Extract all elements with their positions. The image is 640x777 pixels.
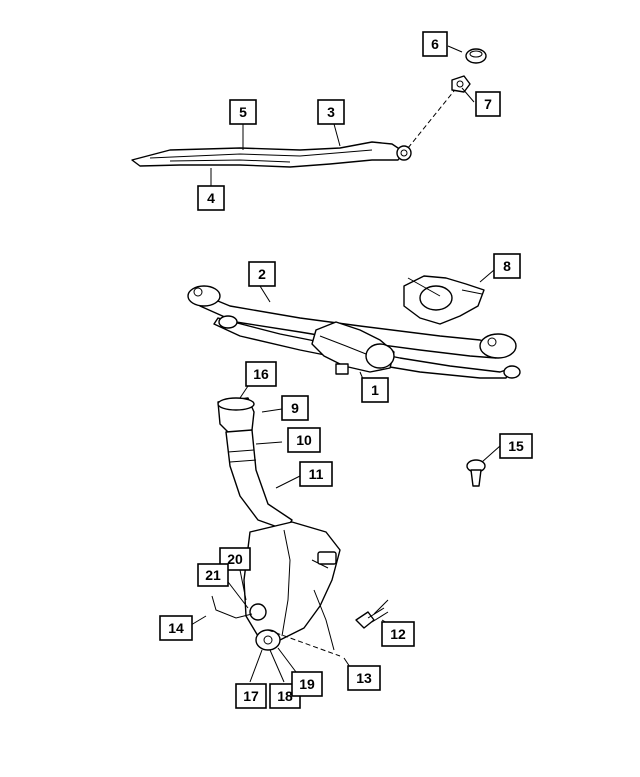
clip-part-15	[466, 459, 486, 487]
svg-text:10: 10	[296, 432, 312, 448]
svg-text:14: 14	[168, 620, 184, 636]
svg-text:20: 20	[227, 551, 243, 567]
cap-part-6	[465, 48, 487, 64]
svg-text:18: 18	[277, 688, 293, 704]
svg-text:8: 8	[503, 258, 511, 274]
svg-text:17: 17	[243, 688, 259, 704]
pivot-part-8	[403, 275, 485, 325]
callout-14: 14	[159, 615, 193, 641]
svg-text:6: 6	[431, 36, 439, 52]
wiper-arm-assembly	[131, 85, 459, 168]
callout-9: 9	[281, 395, 309, 421]
callout-12: 12	[381, 621, 415, 647]
svg-text:11: 11	[309, 466, 324, 482]
callout-15: 15	[499, 433, 533, 459]
washer-reservoir-assembly	[211, 397, 341, 657]
svg-text:2: 2	[258, 266, 266, 282]
svg-text:15: 15	[508, 438, 524, 454]
callout-6: 6	[422, 31, 448, 57]
callout-13: 13	[347, 665, 381, 691]
svg-text:16: 16	[253, 366, 269, 382]
callout-2: 2	[248, 261, 276, 287]
svg-text:9: 9	[291, 400, 299, 416]
svg-text:7: 7	[484, 96, 492, 112]
callout-1: 1	[361, 377, 389, 403]
callout-19: 19	[291, 671, 323, 697]
svg-text:3: 3	[327, 104, 335, 120]
svg-text:21: 21	[205, 567, 221, 583]
callout-4: 4	[197, 185, 225, 211]
nut-part-7	[451, 75, 471, 93]
svg-text:5: 5	[239, 104, 247, 120]
svg-text:4: 4	[207, 190, 215, 206]
callout-21: 21	[197, 563, 229, 587]
callout-5: 5	[229, 99, 257, 125]
callout-11: 11	[299, 461, 333, 487]
bolt-part-12	[355, 607, 389, 629]
svg-text:13: 13	[356, 670, 372, 686]
callout-8: 8	[493, 253, 521, 279]
callout-3: 3	[317, 99, 345, 125]
svg-text:19: 19	[299, 676, 315, 692]
callout-17: 17	[235, 683, 267, 709]
wiper-motor-part-1	[311, 321, 395, 375]
callout-16: 16	[245, 361, 277, 387]
svg-text:1: 1	[371, 382, 379, 398]
wiper-linkage-part-2	[187, 285, 521, 379]
svg-text:12: 12	[390, 626, 406, 642]
callout-7: 7	[475, 91, 501, 117]
callout-10: 10	[287, 427, 321, 453]
